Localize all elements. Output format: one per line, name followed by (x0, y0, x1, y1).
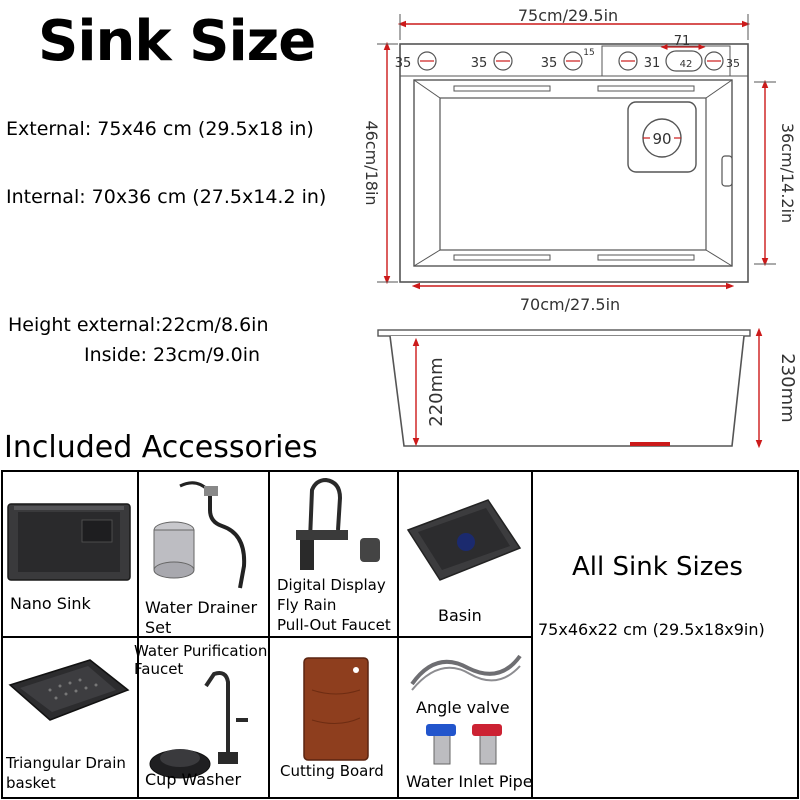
hole-2-label: 35 (471, 56, 488, 71)
cup-washer-label: Cup Washer (145, 770, 242, 789)
bottom-rail-right (597, 254, 695, 261)
gap-label: 15 (583, 48, 594, 58)
faucet-label-line2: Fly Rain (277, 596, 337, 614)
hole-1-label: 35 (395, 56, 412, 71)
drain-basket-label-line1: Triangular Drain (6, 754, 126, 772)
drain-basket-label-line2: basket (6, 774, 56, 792)
sink-bowl-floor (439, 97, 707, 251)
water-drainer-label-line2: Set (145, 618, 172, 637)
outer-height-label: 46cm/18in (362, 120, 381, 205)
side-rim (377, 329, 751, 337)
external-size-text: External: 75x46 cm (29.5x18 in) (6, 118, 314, 140)
basin-label: Basin (438, 606, 482, 625)
purification-label-line1: Water Purification (134, 642, 268, 660)
accessories-title: Included Accessories (4, 430, 318, 465)
bottom-width-label: 70cm/27.5in (520, 295, 620, 314)
water-drainer-image (153, 481, 247, 589)
cutting-board-label: Cutting Board (280, 762, 384, 780)
drain-outlet (630, 442, 670, 446)
top-width-label: 75cm/29.5in (518, 6, 618, 25)
inside-depth-label: 220mm (426, 357, 447, 426)
internal-size-text: Internal: 70x36 cm (27.5x14.2 in) (6, 186, 327, 208)
purification-label-line2: Faucet (134, 660, 184, 678)
nano-sink-label: Nano Sink (10, 594, 91, 613)
hole-5-label: 35 (726, 57, 740, 70)
faucet-label-line1: Digital Display (277, 576, 386, 594)
all-sizes-value: 75x46x22 cm (29.5x18x9in) (538, 620, 765, 639)
inner-height-label: 36cm/14.2in (778, 123, 797, 223)
water-inlet-pipe-image (426, 724, 502, 765)
slot-label: 42 (680, 59, 693, 70)
page-title: Sink Size (38, 9, 316, 74)
sink-top-view-diagram: 90 35 35 35 15 31 42 35 71 75cm/29.5in 7… (362, 6, 797, 314)
hole-3-label: 35 (541, 56, 558, 71)
drain-basket-image (8, 659, 130, 721)
accessories-grid-lines (1, 470, 799, 799)
water-drainer-label-line1: Water Drainer (145, 598, 258, 617)
pull-out-faucet-image (296, 477, 380, 570)
nano-sink-image (7, 503, 131, 581)
drain-label: 90 (652, 130, 671, 148)
height-inside-text: Inside: 23cm/9.0in (84, 344, 261, 366)
oval-slot (665, 50, 703, 72)
basin-image (406, 499, 522, 581)
purification-faucet-image (204, 671, 248, 764)
side-body (389, 335, 745, 447)
top-rail-left (453, 85, 551, 92)
outer-depth-label: 230mm (777, 353, 798, 422)
cutting-board-image (303, 657, 369, 761)
accessories-grid: Nano Sink Water Drainer Set Digital Disp… (0, 470, 800, 800)
angle-valve-image (410, 654, 522, 691)
angle-valve-label: Angle valve (416, 698, 510, 717)
inlet-pipe-label: Water Inlet Pipe (406, 772, 533, 791)
all-sizes-title: All Sink Sizes (572, 552, 743, 582)
hole-4-label: 31 (644, 56, 661, 71)
bottom-rail-left (453, 254, 551, 261)
cup-washer-image (149, 749, 211, 779)
top-rail-right (597, 85, 695, 92)
side-handle (721, 155, 733, 187)
sink-side-view-diagram: 220mm 230mm (377, 327, 798, 449)
height-external-text: Height external:22cm/8.6in (8, 314, 269, 336)
faucet-label-line3: Pull-Out Faucet (277, 616, 391, 634)
top-segment-label: 71 (674, 34, 691, 49)
